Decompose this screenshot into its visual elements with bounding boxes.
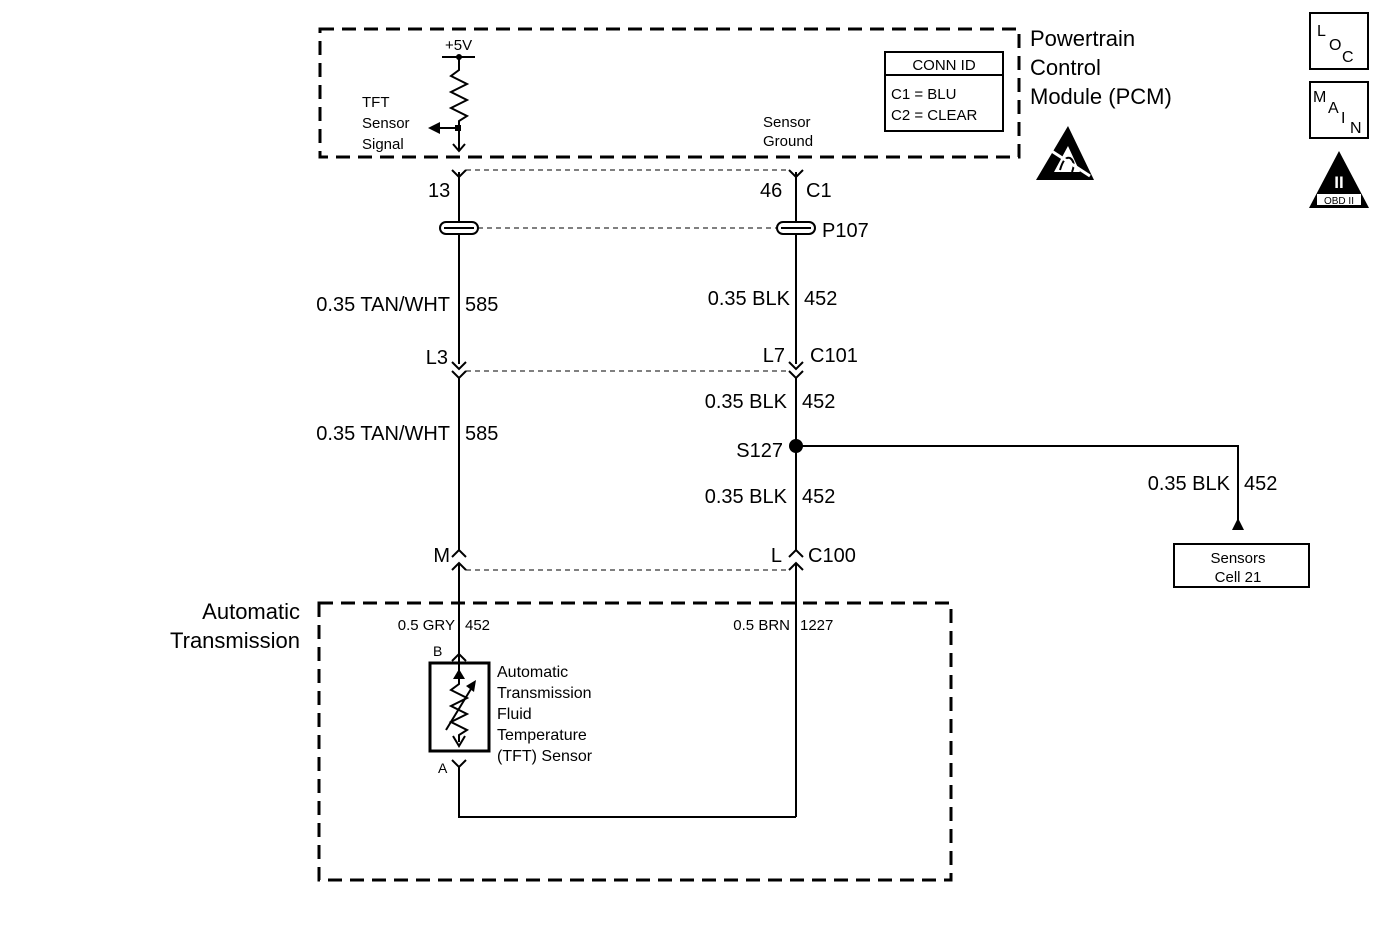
left-wire-1-color: 0.35 TAN/WHT xyxy=(316,294,450,316)
connector-c1-label: C1 xyxy=(806,180,832,202)
tft-sensor-label-line-1: Automatic xyxy=(497,664,568,681)
trans-right-wire-circuit: 1227 xyxy=(800,617,833,634)
svg-text:Sensors: Sensors xyxy=(1210,550,1265,567)
pin-b-label: B xyxy=(433,643,442,659)
conn-id-row-2: C2 = CLEAR xyxy=(891,107,977,124)
connector-c100: M L C100 xyxy=(433,545,856,571)
tft-sensor-label-line-2: Transmission xyxy=(497,685,592,702)
right-wire-2-circuit: 452 xyxy=(802,391,835,413)
right-wire-1-color: 0.35 BLK xyxy=(708,288,791,310)
left-wire-2-color: 0.35 TAN/WHT xyxy=(316,423,450,445)
right-wire-1-circuit: 452 xyxy=(804,288,837,310)
splice-s127-label: S127 xyxy=(736,440,783,462)
transmission-dashed-border xyxy=(317,601,953,882)
svg-text:C: C xyxy=(1342,49,1354,66)
tft-signal-label-line-1: TFT xyxy=(362,94,390,111)
svg-text:II: II xyxy=(1334,173,1343,192)
esd-warning-icon xyxy=(1036,126,1094,180)
svg-text:I: I xyxy=(1341,110,1345,127)
tft-signal-label-line-3: Signal xyxy=(362,136,404,153)
branch-wire-color: 0.35 BLK xyxy=(1148,473,1231,495)
sensor-ground-return-wire xyxy=(458,767,796,818)
connector-c101: L3 L7 C101 xyxy=(426,345,858,380)
pcm-module: Powertrain Control Module (PCM) +5V TFT … xyxy=(318,26,1172,180)
transmission-module: Automatic Transmission 0.5 GRY 452 0.5 B… xyxy=(170,599,953,882)
svg-text:L: L xyxy=(1317,23,1326,40)
conn-id-header: CONN ID xyxy=(912,57,976,74)
transmission-title-line-1: Automatic xyxy=(202,599,300,624)
svg-text:A: A xyxy=(1328,100,1339,117)
obd-ii-icon[interactable]: II OBD II xyxy=(1309,151,1369,208)
conn-id-row-1: C1 = BLU xyxy=(891,86,956,103)
svg-text:N: N xyxy=(1350,120,1362,137)
supply-label: +5V xyxy=(445,37,472,54)
right-wire-2-color: 0.35 BLK xyxy=(705,391,788,413)
trans-right-wire-color: 0.5 BRN xyxy=(733,617,790,634)
pcm-title-line-3: Module (PCM) xyxy=(1030,84,1172,109)
pin-13-label: 13 xyxy=(428,180,450,202)
loc-icon[interactable]: L O C xyxy=(1309,12,1369,70)
sensor-ground-label-line-2: Ground xyxy=(763,133,813,150)
pcm-pin-arrow-left xyxy=(452,143,466,153)
connector-c100-label: C100 xyxy=(808,545,856,567)
svg-text:M: M xyxy=(1313,89,1326,106)
left-wire-1-circuit: 585 xyxy=(465,294,498,316)
conn-id-box: CONN ID C1 = BLU C2 = CLEAR xyxy=(884,51,1004,132)
connector-c101-label: C101 xyxy=(810,345,858,367)
conn-id-border xyxy=(884,51,1004,132)
pin-m-label: M xyxy=(433,545,450,567)
pcm-title-line-2: Control xyxy=(1030,55,1101,80)
svg-text:Cell 21: Cell 21 xyxy=(1215,569,1262,586)
transmission-title-line-2: Transmission xyxy=(170,628,300,653)
tft-signal-node xyxy=(455,125,461,131)
connector-c1-pin-46-icon xyxy=(788,169,804,179)
tft-signal-label-line-2: Sensor xyxy=(362,115,410,132)
left-wire-2-circuit: 585 xyxy=(465,423,498,445)
svg-text:OBD II: OBD II xyxy=(1324,196,1354,207)
tft-sensor-label-line-5: (TFT) Sensor xyxy=(497,748,593,765)
tft-sensor xyxy=(428,654,491,753)
branch-wire xyxy=(796,445,1239,520)
trans-left-wire-circuit: 452 xyxy=(465,617,490,634)
pin-l-label: L xyxy=(771,545,782,567)
tft-sensor-label-line-3: Fluid xyxy=(497,706,532,723)
svg-text:O: O xyxy=(1329,37,1341,54)
pcm-dashed-border xyxy=(318,27,1021,159)
pin-l7-label: L7 xyxy=(763,345,785,367)
grommet-p107-label: P107 xyxy=(822,220,869,242)
pin-a-icon xyxy=(451,759,467,769)
connector-c1-pin-13-icon xyxy=(451,169,467,179)
splice-s127: S127 xyxy=(736,439,1244,530)
grommet-p107: P107 xyxy=(439,220,869,242)
right-wire-3-color: 0.35 BLK xyxy=(705,486,788,508)
branch-arrow-icon xyxy=(1232,518,1244,530)
sensor-ground-label-line-1: Sensor xyxy=(763,114,811,131)
tft-sensor-label-line-4: Temperature xyxy=(497,727,587,744)
sensors-cell-21-link[interactable]: Sensors Cell 21 xyxy=(1173,543,1310,588)
main-icon[interactable]: M A I N xyxy=(1309,81,1369,139)
connector-c1: 13 46 C1 xyxy=(428,169,832,202)
pin-a-label: A xyxy=(438,760,448,776)
tft-signal-arrow-icon xyxy=(428,122,440,134)
pullup-resistor-icon xyxy=(448,57,470,150)
trans-left-wire-color: 0.5 GRY xyxy=(398,617,455,634)
branch-wire-circuit: 452 xyxy=(1244,473,1277,495)
right-wire-3-circuit: 452 xyxy=(802,486,835,508)
pcm-title-line-1: Powertrain xyxy=(1030,26,1135,51)
pin-46-label: 46 xyxy=(760,180,782,202)
pin-l3-label: L3 xyxy=(426,347,448,369)
